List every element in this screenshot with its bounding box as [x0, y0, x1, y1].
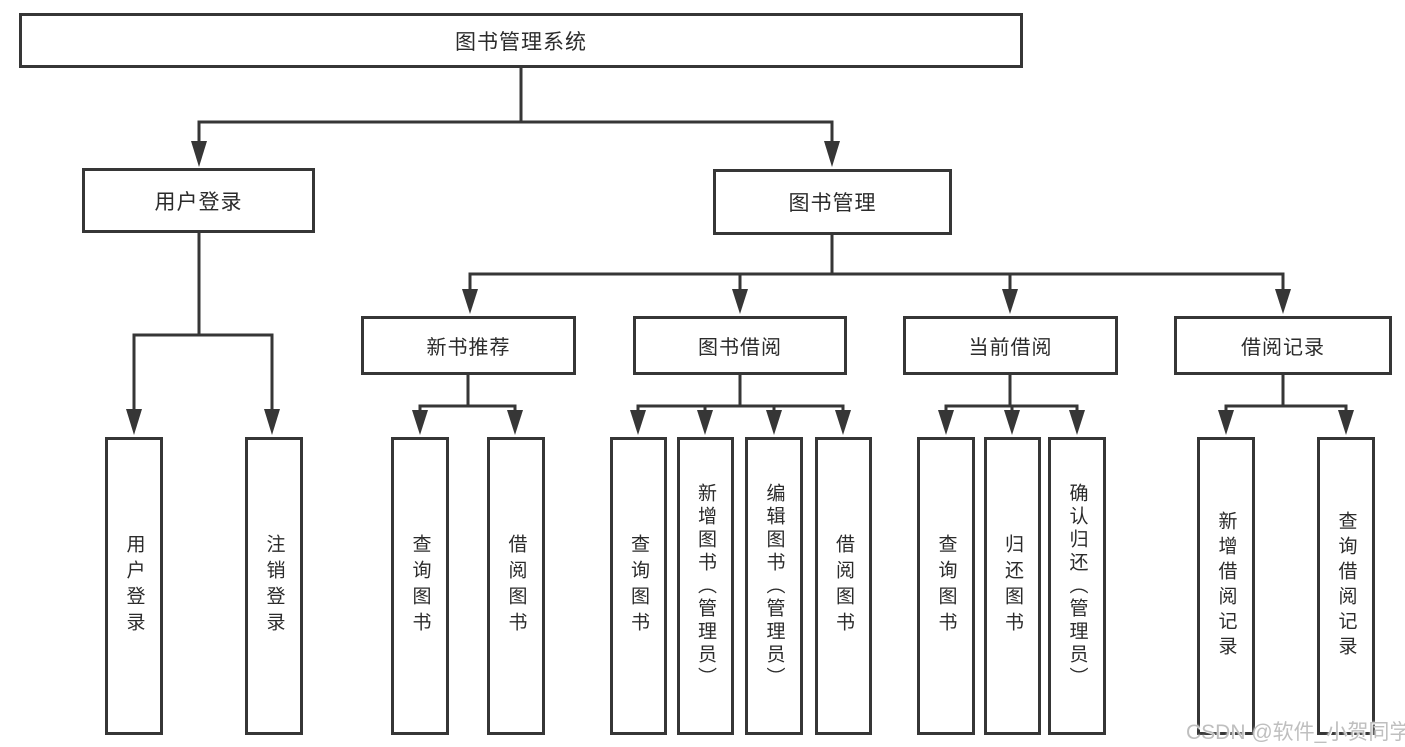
node-label: 查询图书: [628, 534, 649, 638]
node-label: 当前借阅: [968, 337, 1053, 359]
leaf-edit-books-admin: 编辑图书（管理员）: [745, 437, 803, 735]
csdn-watermark: CSDN @软件_小贺同学: [1186, 721, 1405, 744]
leaf-logout: 注销登录: [245, 437, 303, 735]
node-label: 图书管理: [788, 192, 877, 215]
node-root-library-system: 图书管理系统: [19, 13, 1023, 68]
node-label: 确认归还（管理员）: [1066, 482, 1088, 690]
node-label: 查询图书: [935, 534, 957, 638]
node-user-login: 用户登录: [82, 168, 315, 233]
node-label: 用户登录: [123, 534, 145, 638]
node-book-management: 图书管理: [713, 169, 952, 235]
node-label: 借阅记录: [1241, 337, 1325, 359]
leaf-confirm-return-admin: 确认归还（管理员）: [1048, 437, 1106, 735]
leaf-borrow-books-recommend: 借阅图书: [487, 437, 545, 735]
leaf-add-borrow-record: 新增借阅记录: [1197, 437, 1255, 735]
node-label: 新书推荐: [426, 337, 511, 359]
leaf-borrow-books: 借阅图书: [815, 437, 872, 735]
node-label: 用户登录: [154, 190, 243, 214]
node-label: 借阅图书: [833, 534, 854, 638]
node-label: 新增图书（管理员）: [695, 482, 716, 690]
node-borrowing-records: 借阅记录: [1174, 316, 1392, 375]
node-label: 图书借阅: [698, 337, 782, 359]
node-label: 查询图书: [409, 534, 431, 638]
node-label: 编辑图书（管理员）: [763, 482, 785, 690]
node-current-borrowing: 当前借阅: [903, 316, 1118, 375]
node-label: 归还图书: [1002, 534, 1023, 638]
node-book-borrowing: 图书借阅: [633, 316, 847, 375]
leaf-add-books-admin: 新增图书（管理员）: [677, 437, 734, 735]
node-new-book-recommend: 新书推荐: [361, 316, 576, 375]
leaf-query-books-current: 查询图书: [917, 437, 975, 735]
leaf-query-books-borrow: 查询图书: [610, 437, 667, 735]
leaf-return-books: 归还图书: [984, 437, 1041, 735]
node-label: 查询借阅记录: [1335, 511, 1357, 661]
leaf-query-borrow-record: 查询借阅记录: [1317, 437, 1375, 735]
node-label: 注销登录: [263, 534, 285, 638]
arrowheads: [126, 141, 1354, 435]
node-label: 借阅图书: [505, 534, 527, 638]
node-label: 新增借阅记录: [1215, 511, 1237, 661]
node-label: 图书管理系统: [455, 30, 587, 54]
leaf-user-login: 用户登录: [105, 437, 163, 735]
leaf-query-books-recommend: 查询图书: [391, 437, 449, 735]
